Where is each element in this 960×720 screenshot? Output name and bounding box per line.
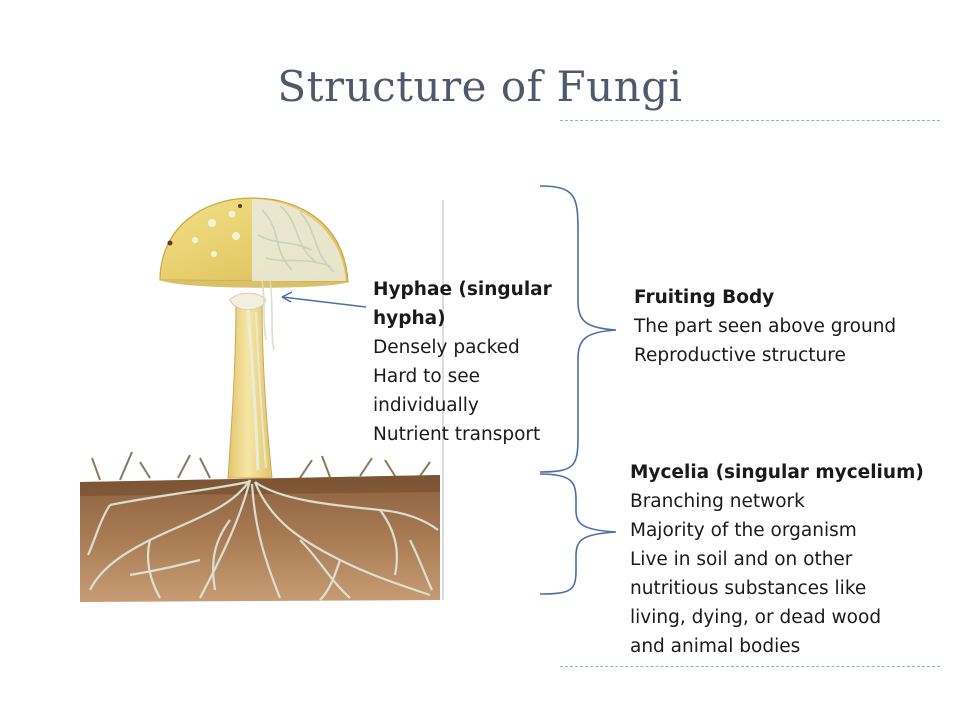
grass-blades: [91, 451, 431, 481]
mycelia-line: Live in soil and on other: [630, 549, 853, 570]
fruiting-body-brace: [539, 185, 617, 473]
fruiting-body-description: Fruiting Body The part seen above ground…: [634, 283, 896, 370]
hyphae-arrow: [281, 291, 367, 308]
hyphae-line: Hard to see individually: [373, 366, 481, 416]
bottom-divider: [560, 666, 940, 667]
mycelia-brace: [539, 473, 617, 595]
mycelia-heading: Mycelia (singular mycelium): [630, 462, 924, 483]
mycelia-line: and animal bodies: [630, 636, 801, 657]
fruiting-body-heading: Fruiting Body: [634, 287, 775, 308]
mushroom-stem: [227, 292, 273, 479]
mycelia-line: Majority of the organism: [630, 520, 857, 541]
mycelia-description: Mycelia (singular mycelium) Branching ne…: [630, 458, 924, 661]
mycelia-line: nutritious substances like: [630, 578, 867, 599]
hyphae-description: Hyphae (singular hypha) Densely packed H…: [373, 275, 573, 449]
fruiting-body-line: Reproductive structure: [634, 345, 846, 366]
fruiting-body-line: The part seen above ground: [634, 316, 897, 337]
hyphae-line: Nutrient transport: [373, 424, 541, 445]
mycelia-line: Branching network: [630, 491, 805, 512]
top-divider: [560, 120, 940, 121]
hyphae-strands: [261, 280, 275, 351]
mycelia-line: living, dying, or dead wood: [630, 607, 882, 628]
slide-title: Structure of Fungi: [277, 62, 683, 111]
mycelium-network: [87, 479, 439, 601]
hyphae-line: Densely packed: [373, 337, 520, 358]
mushroom-cap: [159, 197, 349, 288]
hyphae-heading: Hyphae (singular hypha): [373, 279, 552, 329]
